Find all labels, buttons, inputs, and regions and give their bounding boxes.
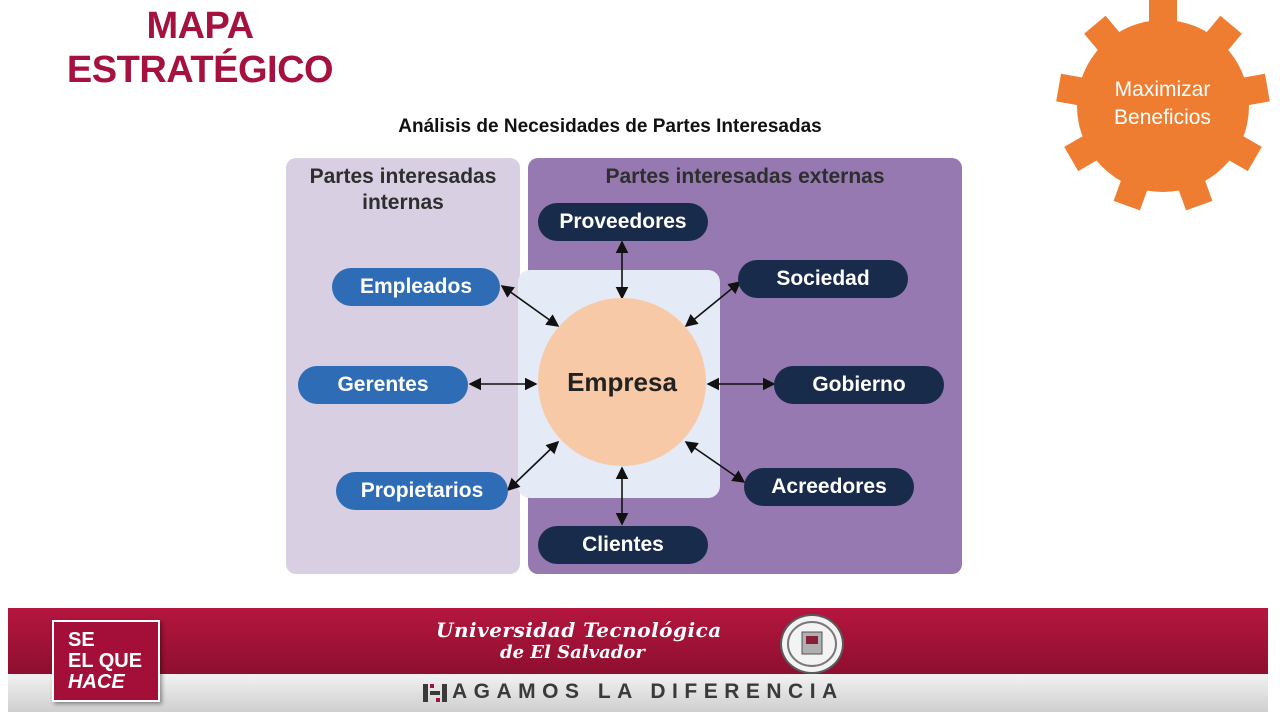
stakeholder-empleados: Empleados [332,268,500,306]
title-line-1: MAPA [146,5,254,47]
footer-band [8,608,1268,674]
slide-title: MAPA ESTRATÉGICO [40,4,360,92]
badge-line-3: HACE [68,671,125,693]
badge-line-2: EL QUE [68,650,143,672]
stakeholder-acreedores: Acreedores [744,468,914,506]
badge-line-1: SE [68,629,95,651]
stakeholder-clientes: Clientes [538,526,708,564]
stakeholder-propietarios: Propietarios [336,472,508,510]
slogan-badge: SE EL QUE HACE [52,620,160,702]
gear-label-line-2: Beneficios [1114,106,1211,129]
footer-slogan: AGAMOS LA DIFERENCIA [452,680,844,703]
title-line-2: ESTRATÉGICO [66,49,334,91]
stakeholder-gerentes: Gerentes [298,366,468,404]
gear-label-line-1: Maximizar [1114,78,1211,101]
arrow-sociedad [684,280,742,328]
arrow-acreedores [684,441,746,483]
external-panel-title: Partes interesadas externas [605,165,885,188]
slide-subtitle: Análisis de Necesidades de Partes Intere… [398,116,822,137]
footer-slogan-bar [8,674,1268,712]
internal-title-line-1: Partes interesadas [309,165,497,188]
university-seal-icon [780,614,844,674]
h-logo-mark-icon [423,684,447,702]
internal-title-line-2: internas [362,191,444,214]
stakeholder-diagram: Partes interesadas internas Partes inter… [280,150,990,582]
stakeholder-sociedad: Sociedad [738,260,908,298]
connector-arrows [468,240,776,526]
stakeholder-gobierno: Gobierno [774,366,944,404]
university-location: de El Salvador [500,642,645,663]
stakeholder-proveedores: Proveedores [538,203,708,241]
arrow-empleados [500,285,560,327]
gear-label: Maximizar Beneficios [1080,76,1245,132]
internal-panel-title: Partes interesadas internas [288,164,518,216]
center-circle: Empresa [538,298,706,466]
university-name: Universidad Tecnológica [436,618,722,642]
arrow-propietarios [506,440,560,492]
gear-shape-icon [1056,0,1270,211]
